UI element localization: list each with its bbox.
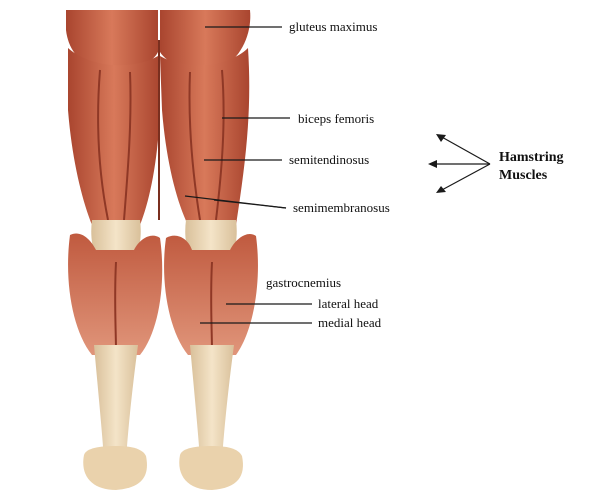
arrow-up: [440, 136, 490, 164]
label-gastrocnemius: gastrocnemius: [266, 275, 341, 290]
arrow-down-head: [436, 186, 446, 193]
right-heel: [179, 446, 243, 490]
right-calf-divide: [211, 262, 212, 352]
label-semitendinosus: semitendinosus: [289, 152, 369, 167]
label-lateral-head: lateral head: [318, 296, 379, 311]
left-thigh: [68, 48, 160, 225]
label-hamstring-line1: Hamstring: [499, 150, 564, 165]
label-hamstring-line2: Muscles: [499, 168, 548, 183]
label-gluteus-maximus: gluteus maximus: [289, 19, 377, 34]
right-leg: [160, 10, 258, 490]
left-calf-divide: [115, 262, 116, 352]
label-biceps-femoris: biceps femoris: [298, 111, 374, 126]
label-semimembranosus: semimembranosus: [293, 200, 390, 215]
arrow-down: [440, 164, 490, 191]
left-heel: [83, 446, 147, 490]
arrow-mid-head: [428, 160, 437, 168]
right-achilles: [190, 345, 234, 460]
left-leg: [66, 10, 162, 490]
label-medial-head: medial head: [318, 315, 382, 330]
left-achilles: [94, 345, 138, 460]
